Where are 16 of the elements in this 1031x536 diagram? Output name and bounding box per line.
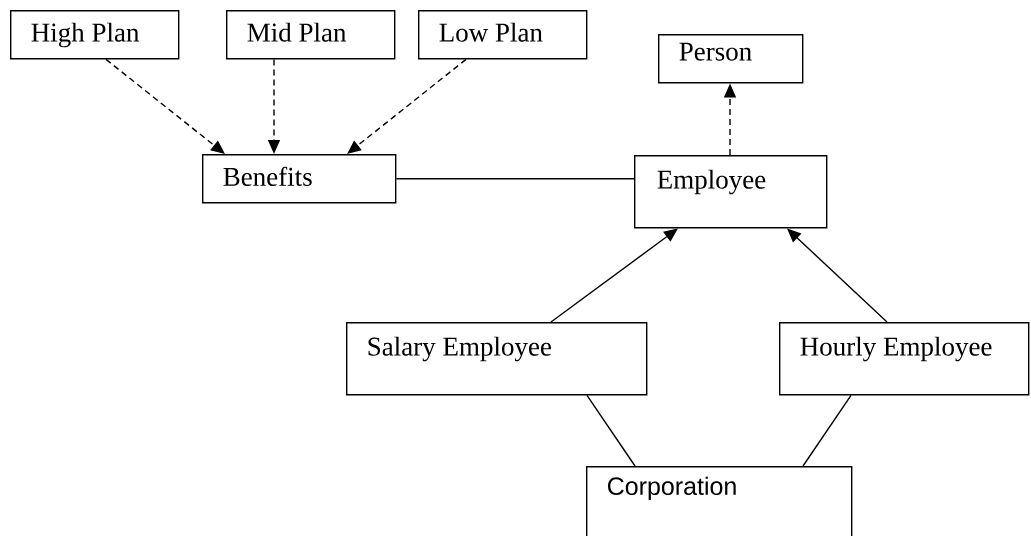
- class-box: Low Plan: [418, 10, 588, 60]
- connector-line: [395, 178, 635, 180]
- class-box: Person: [658, 34, 804, 84]
- arrow: [105, 58, 225, 154]
- class-box: Mid Plan: [226, 10, 396, 60]
- class-box: Salary Employee: [346, 322, 648, 396]
- class-box: Benefits: [202, 154, 397, 204]
- class-box: High Plan: [10, 10, 180, 60]
- arrow: [787, 228, 888, 323]
- class-box: Corporation: [586, 466, 853, 536]
- class-box: Hourly Employee: [779, 322, 1030, 396]
- arrow: [550, 228, 678, 323]
- arrow: [347, 58, 467, 154]
- class-box: Employee: [634, 155, 828, 229]
- connector-line: [586, 394, 636, 467]
- connector-line: [802, 394, 852, 467]
